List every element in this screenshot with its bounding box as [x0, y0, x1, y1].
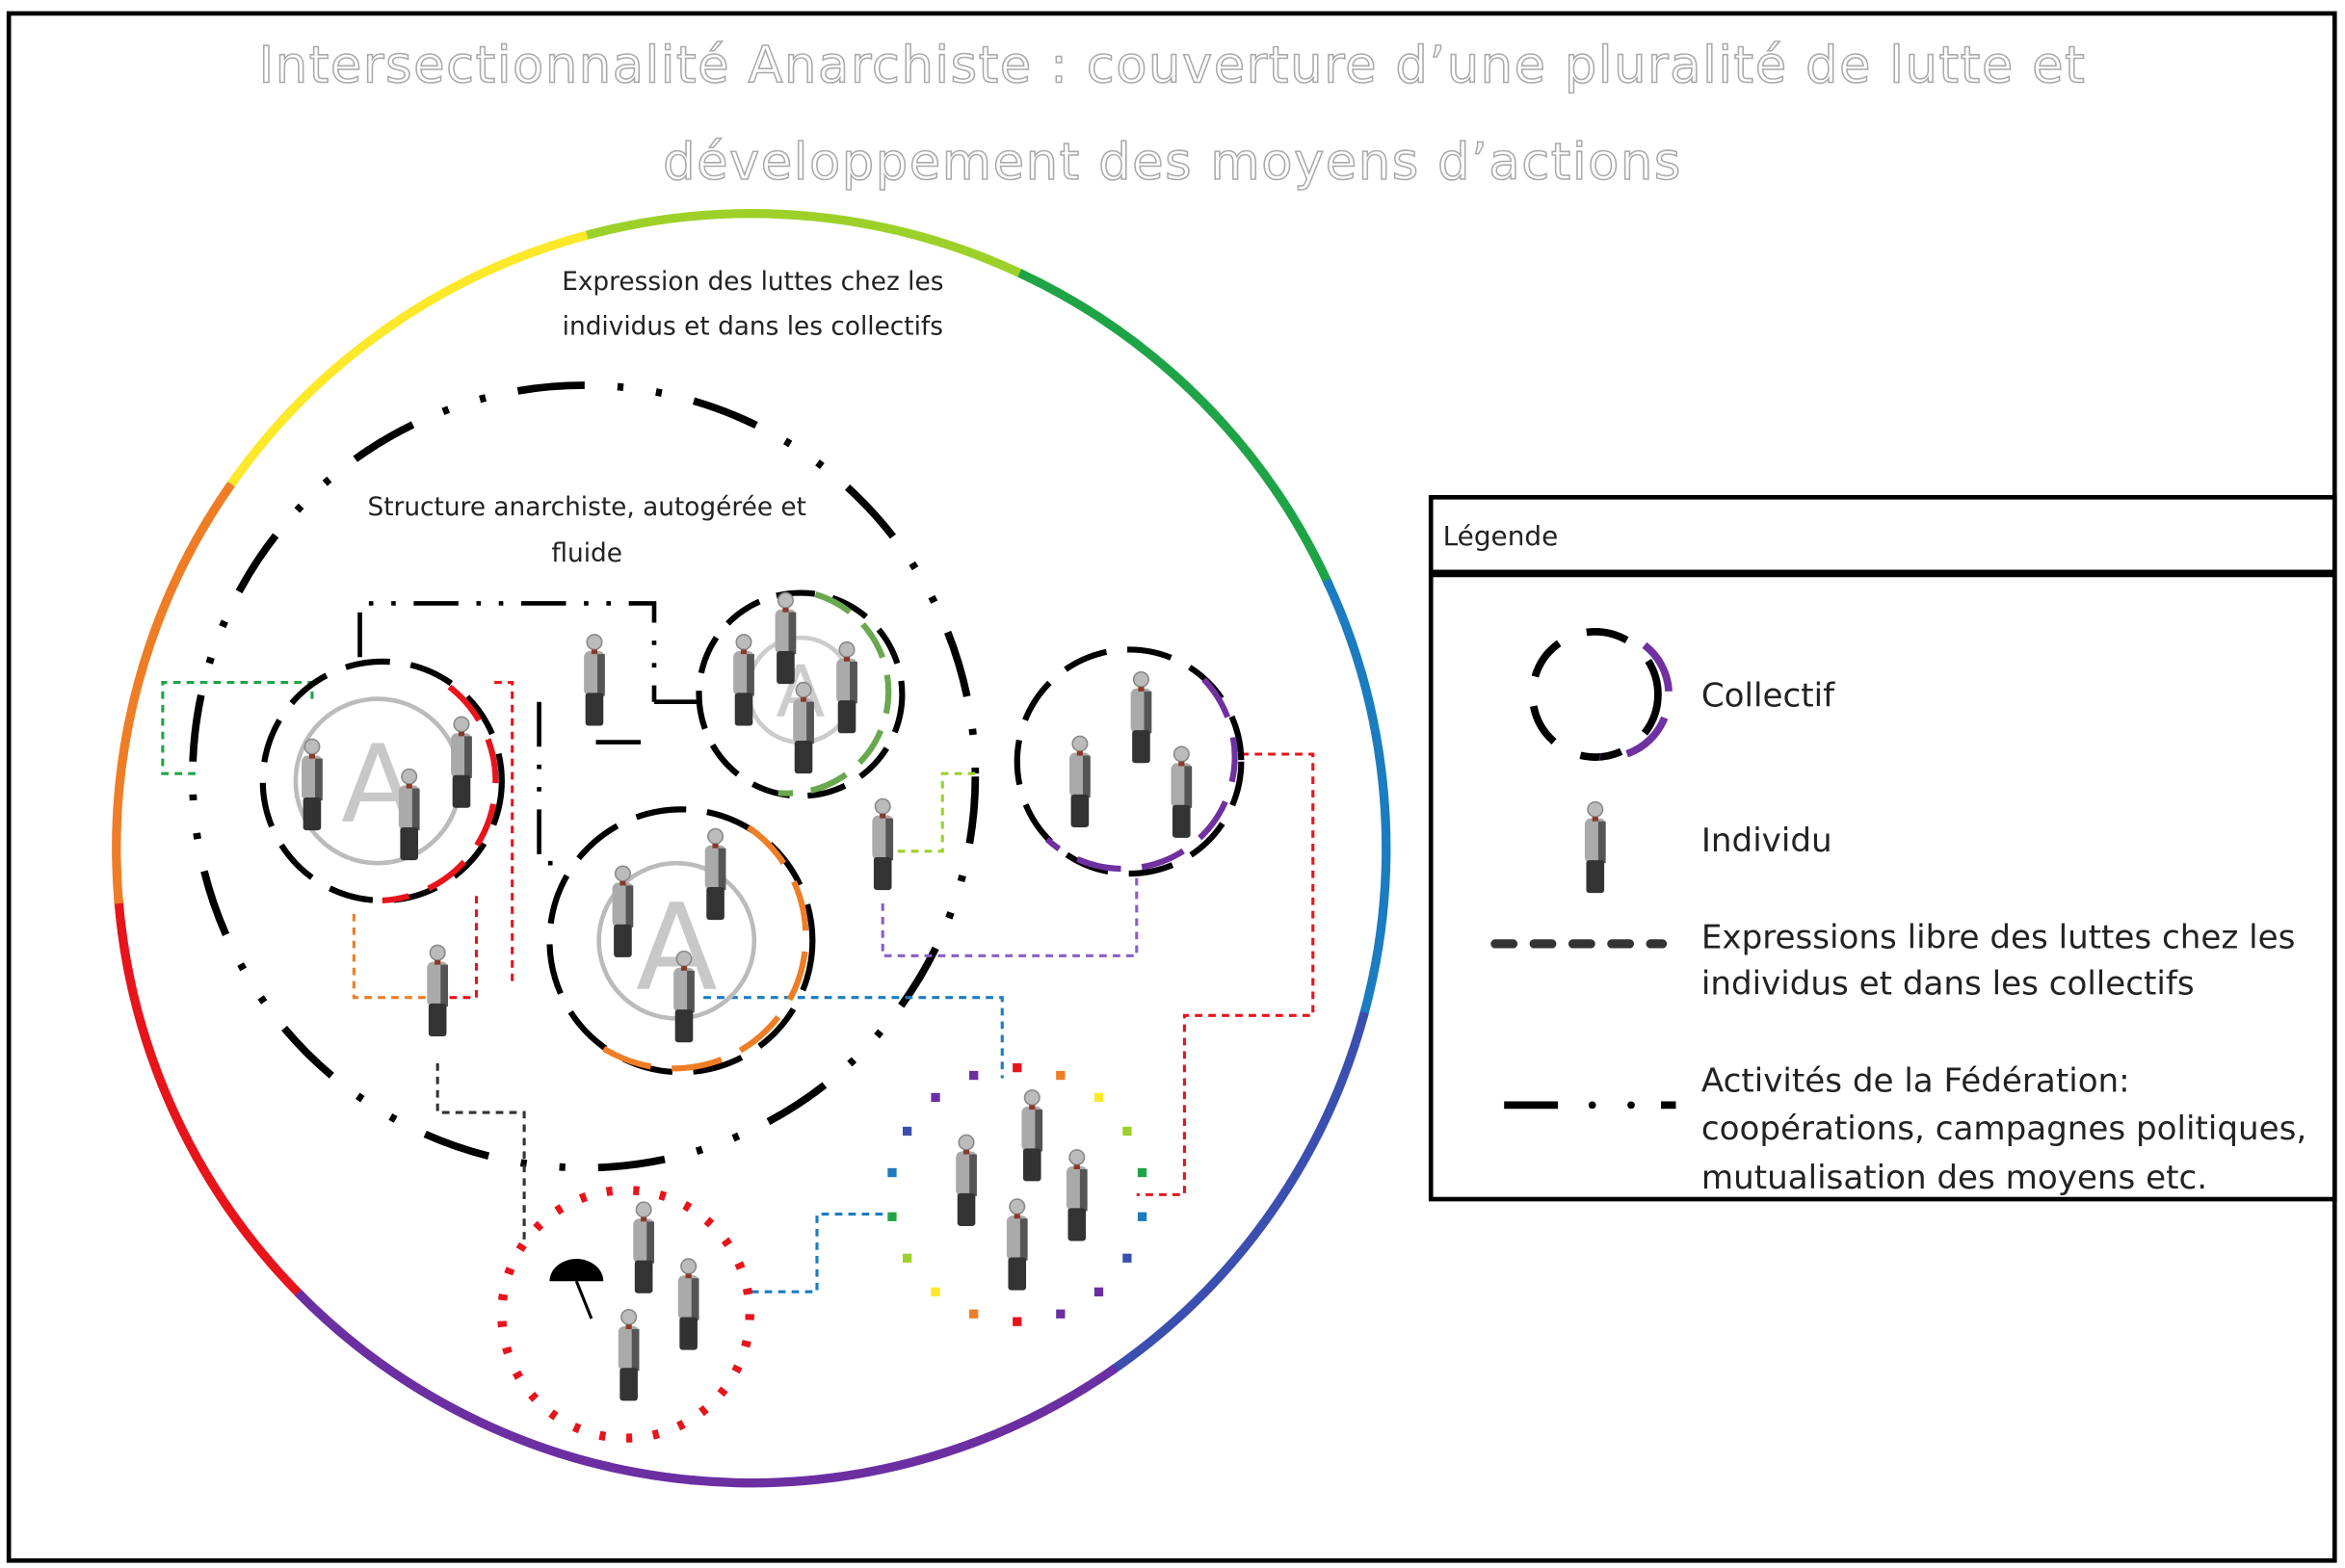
legend-label-individu: Individu	[1701, 822, 1832, 860]
legend-label-activites-3: mutualisation des moyens etc.	[1701, 1159, 2207, 1197]
legend-label-activites-2: coopérations, campagnes politiques,	[1701, 1110, 2306, 1148]
collective-purple	[1014, 646, 1245, 877]
federation-circle	[189, 381, 980, 1172]
dash-dot-line-icon	[1504, 1101, 1676, 1110]
rainbow-dot	[1013, 1062, 1022, 1073]
federation-links	[357, 601, 704, 866]
rainbow-dot	[969, 1309, 979, 1319]
rainbow-dot	[1122, 1126, 1132, 1137]
legend-label-expressions-1: Expressions libre des luttes chez les	[1701, 919, 2296, 957]
rainbow-dot	[1013, 1317, 1022, 1326]
umbrella-icon	[549, 1259, 604, 1320]
title-line-2: développement des moyens d’actions	[663, 133, 1682, 192]
rainbow-dot	[1137, 1212, 1147, 1221]
rainbow-arc	[114, 897, 306, 1300]
rainbow-dot	[931, 1287, 940, 1296]
rainbow-arc	[227, 228, 594, 487]
title-line-1: Intersectionnalité Anarchiste : couvertu…	[259, 36, 2087, 94]
rainbow-dot	[1056, 1070, 1066, 1081]
legend-label-collectif: Collectif	[1701, 676, 1835, 715]
rainbow-arc	[1017, 269, 1333, 588]
expression-links	[161, 681, 1315, 1294]
rainbow-dot	[1137, 1167, 1147, 1178]
rainbow-arc	[689, 1364, 1119, 1488]
rainbow-dot	[969, 1070, 979, 1081]
rainbow-dot	[1093, 1092, 1104, 1103]
rainbow-dot	[1122, 1253, 1132, 1263]
rainbow-arc	[112, 476, 239, 904]
rainbow-dot	[931, 1092, 940, 1103]
structure-label-line-1: Structure anarchiste, autogérée et	[367, 493, 805, 522]
rainbow-dot	[1056, 1309, 1066, 1319]
legend-title: Légende	[1443, 520, 1559, 552]
outer-label-line-1: Expression des luttes chez les	[562, 268, 943, 297]
outer-label-line-2: individus et dans les collectifs	[563, 312, 943, 341]
collective-rainbow-dotted	[887, 1062, 1147, 1326]
rainbow-dot	[887, 1167, 897, 1178]
rainbow-arc	[1107, 1011, 1369, 1376]
rainbow-dot	[887, 1212, 897, 1221]
collective-circle-icon	[1528, 627, 1673, 762]
legend: Légende Collectif Individu Expressions l…	[1428, 494, 2337, 1202]
rainbow-arc	[1322, 578, 1391, 1020]
rainbow-arc	[294, 1289, 697, 1485]
structure-label-line-2: fluide	[551, 539, 622, 568]
legend-label-activites-1: Activités de la Fédération:	[1701, 1061, 2130, 1100]
rainbow-dot	[902, 1253, 912, 1263]
legend-label-expressions-2: individus et dans les collectifs	[1701, 965, 2195, 1004]
rainbow-dot	[902, 1126, 912, 1137]
rainbow-dot	[1093, 1287, 1104, 1296]
rainbow-outer-circle	[112, 209, 1391, 1488]
rainbow-arc	[586, 209, 1028, 280]
